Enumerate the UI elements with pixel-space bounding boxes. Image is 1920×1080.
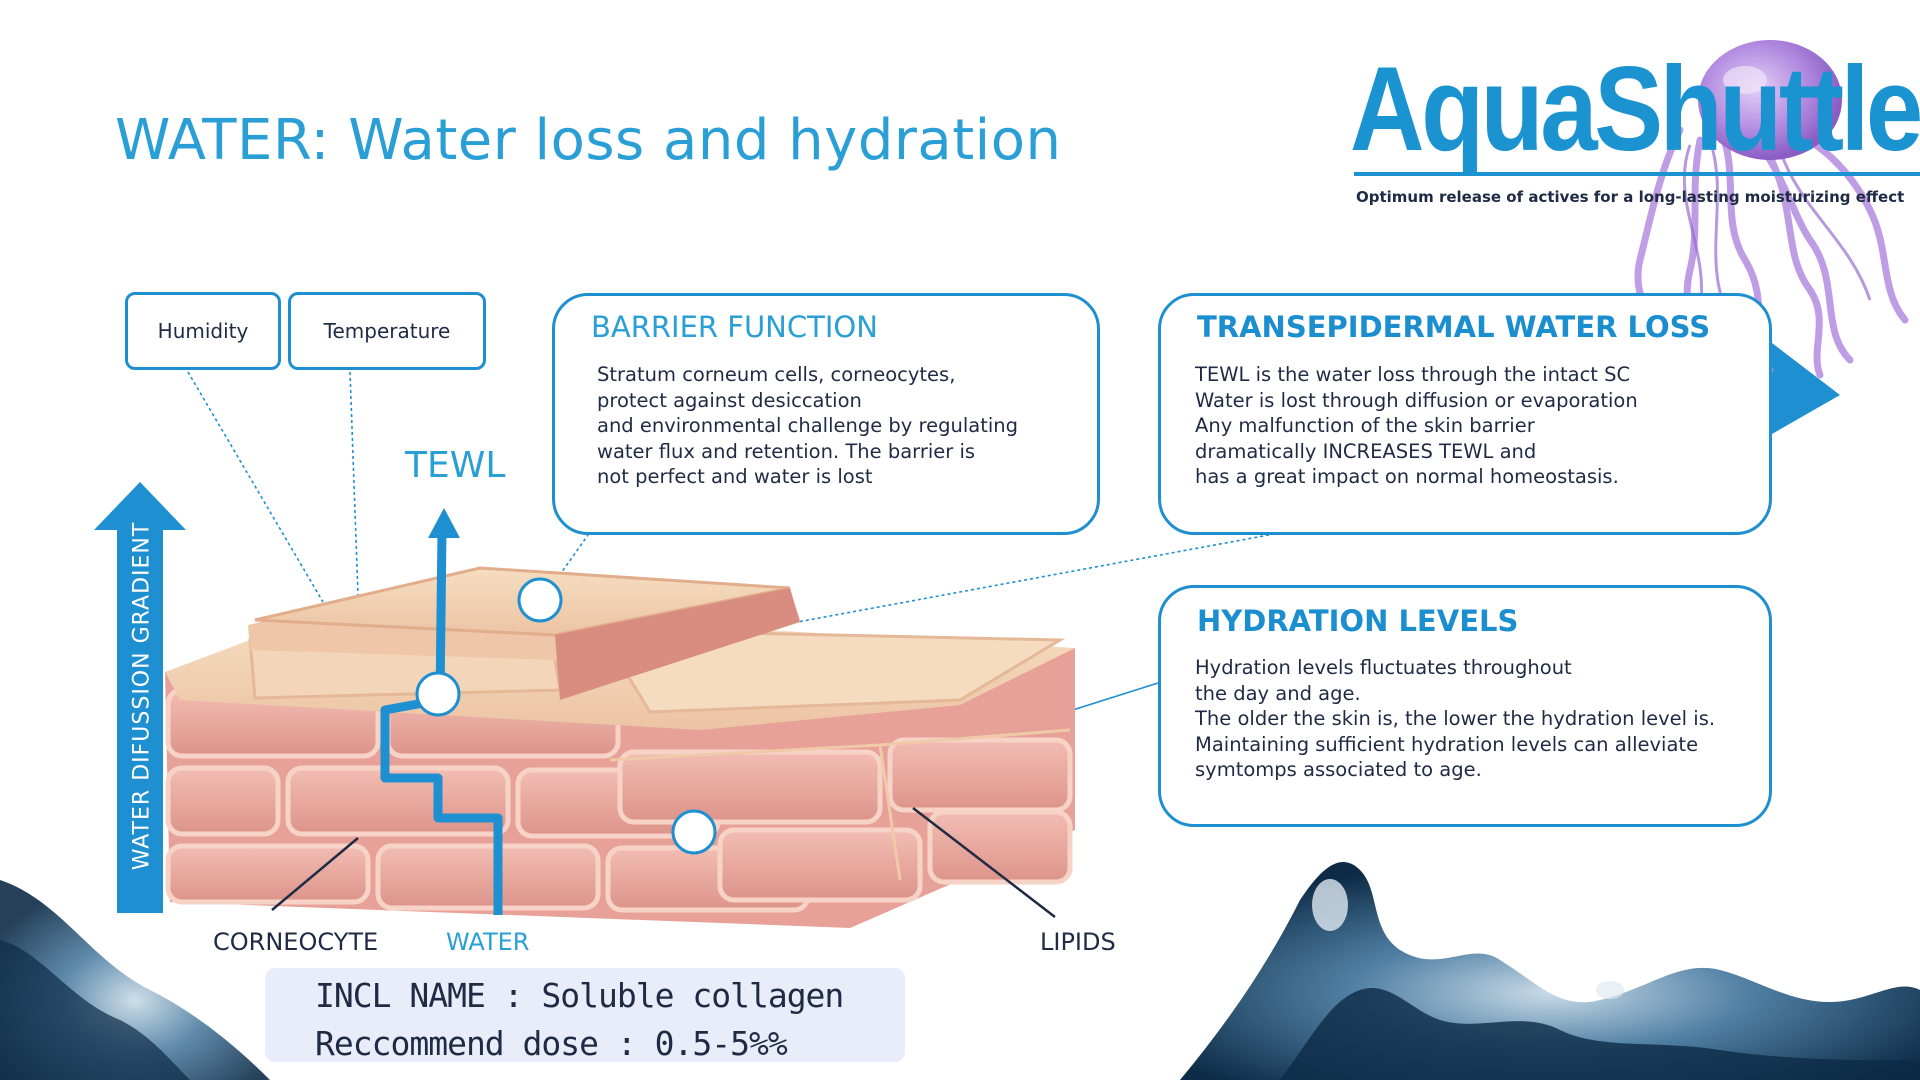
tewl-label: TEWL xyxy=(405,445,506,486)
temperature-label: Temperature xyxy=(323,319,451,343)
barrier-function-title: BARRIER FUNCTION xyxy=(591,310,878,344)
callout-markers xyxy=(415,577,717,855)
skin-layers-illustration xyxy=(165,566,1075,928)
water-splash-left xyxy=(0,880,270,1080)
water-label: WATER xyxy=(446,928,530,956)
brand-tagline: Optimum release of actives for a long-la… xyxy=(1356,188,1905,206)
page-title: WATER: Water loss and hydration xyxy=(115,108,1062,173)
humidity-box: Humidity xyxy=(125,292,281,370)
hydration-levels-card: HYDRATION LEVELS Hydration levels fluctu… xyxy=(1158,585,1772,827)
tewl-arrow-head xyxy=(428,508,460,538)
barrier-function-body: Stratum corneum cells, corneocytes, prot… xyxy=(597,363,1019,488)
label-pointers xyxy=(271,807,1056,918)
gradient-label: WATER DIFUSSION GRADIENT xyxy=(129,521,155,871)
humidity-label: Humidity xyxy=(157,319,249,343)
tewl-card: TRANSEPIDERMAL WATER LOSS TEWL is the wa… xyxy=(1158,293,1772,535)
corneocyte-label: CORNEOCYTE xyxy=(213,928,379,956)
recommended-dose-text: Reccommend dose : 0.5-5%% xyxy=(315,1024,788,1063)
lipids-label: LIPIDS xyxy=(1040,928,1116,956)
water-splash-right xyxy=(1180,861,1920,1080)
play-triangle-icon[interactable] xyxy=(1772,343,1840,434)
hydration-levels-body: Hydration levels fluctuates throughout t… xyxy=(1195,656,1716,781)
tewl-card-title: TRANSEPIDERMAL WATER LOSS xyxy=(1197,310,1711,344)
tewl-card-body: TEWL is the water loss through the intac… xyxy=(1195,363,1638,488)
brand-logo: AquaShuttle xyxy=(1350,42,1920,176)
logo-underline xyxy=(1354,172,1920,176)
incl-name-text: INCL NAME : Soluble collagen xyxy=(315,976,844,1015)
hydration-levels-title: HYDRATION LEVELS xyxy=(1197,604,1519,638)
ingredient-info-box: INCL NAME : Soluble collagen Reccommend … xyxy=(265,968,905,1063)
barrier-function-card: BARRIER FUNCTION Stratum corneum cells, … xyxy=(552,293,1100,535)
gradient-arrow xyxy=(94,482,186,913)
jellyfish-icon xyxy=(1634,40,1909,379)
temperature-box: Temperature xyxy=(288,292,486,370)
